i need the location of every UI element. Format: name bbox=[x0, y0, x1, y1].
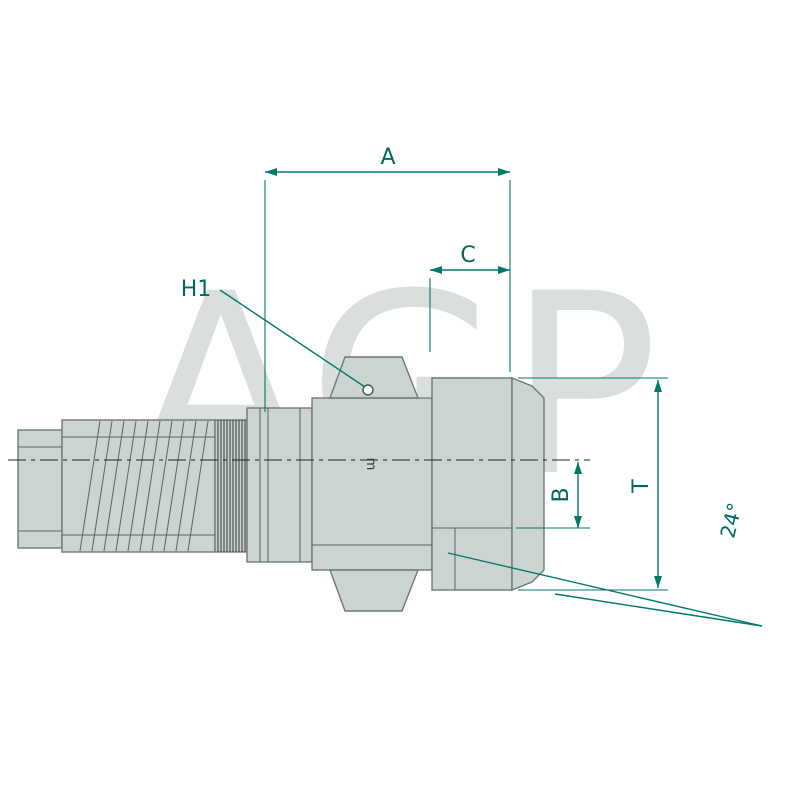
barb-inner-lines bbox=[62, 436, 215, 536]
collar-lines bbox=[259, 408, 301, 562]
male-thread-section bbox=[431, 377, 513, 591]
dimension-annotations bbox=[219, 168, 763, 627]
h1-reference-hole bbox=[362, 384, 374, 396]
dimension-t-label: T bbox=[629, 479, 654, 494]
cone-angle-lines bbox=[447, 552, 763, 627]
fitting-drawing bbox=[17, 356, 545, 612]
barb-serrations bbox=[79, 420, 209, 552]
cone-angle-label: 24° bbox=[715, 500, 747, 540]
hex-nut-bottom-chamfer bbox=[328, 569, 420, 612]
hex-nut-top-chamfer bbox=[328, 356, 420, 399]
dimension-c-label: C bbox=[460, 243, 475, 268]
thread-detail-lines bbox=[312, 527, 512, 590]
dimension-a-label: A bbox=[380, 145, 395, 170]
dimension-b-label: B bbox=[549, 487, 574, 502]
thread-marking-text: m bbox=[363, 458, 378, 471]
dimension-a bbox=[265, 168, 510, 176]
hex-nut-body bbox=[311, 397, 433, 571]
crimp-band-lines bbox=[217, 420, 246, 552]
h1-leader-line bbox=[219, 289, 366, 388]
dimension-c bbox=[430, 266, 510, 274]
end-face-chamfer bbox=[511, 376, 545, 592]
hose-tail-cap bbox=[17, 429, 63, 549]
h1-label: H1 bbox=[181, 277, 212, 302]
dimension-b bbox=[574, 462, 582, 528]
collar-section bbox=[246, 407, 313, 563]
dimension-t bbox=[654, 380, 662, 588]
